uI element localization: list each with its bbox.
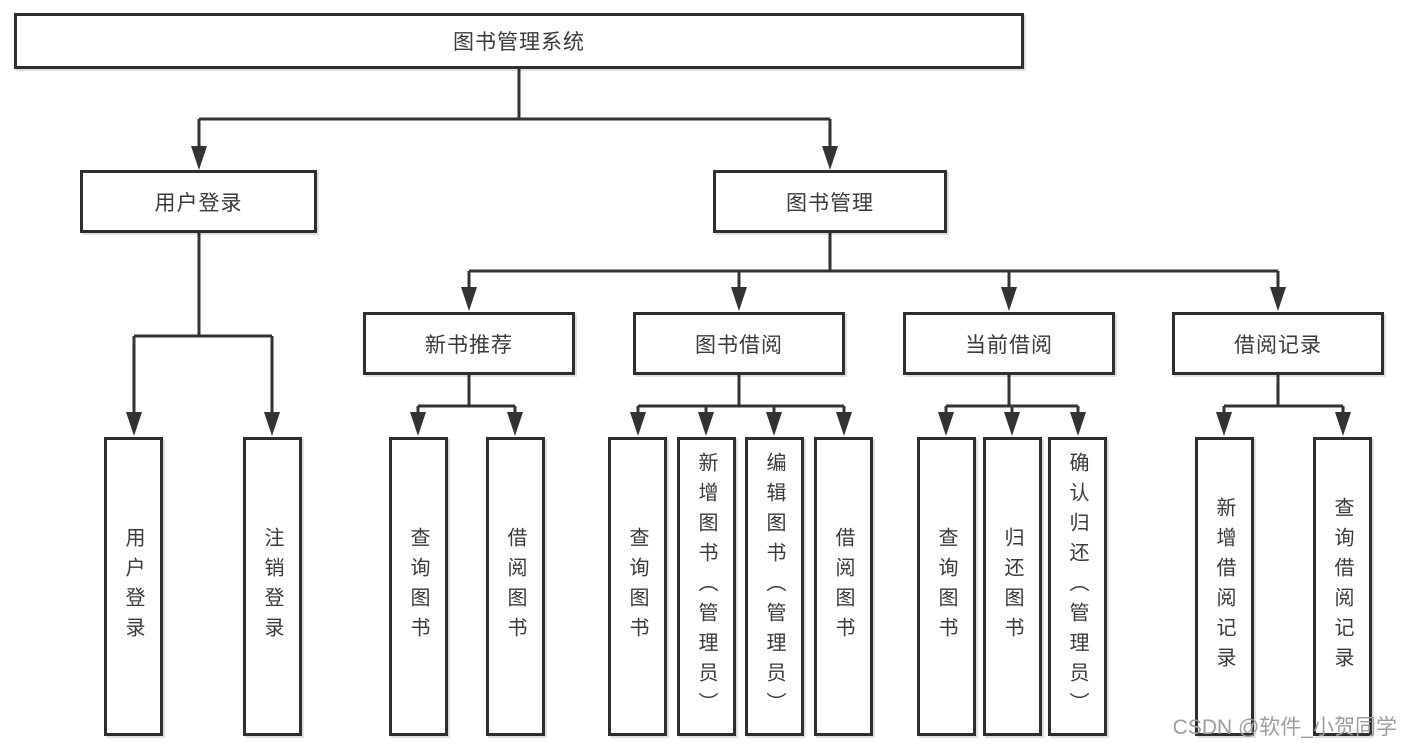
node-label: 查询图书 [626,526,648,647]
node-label: 查询借阅记录 [1331,496,1353,677]
leaf-logout: 注销登录 [243,437,302,736]
node-label: 新书推荐 [425,333,513,357]
connector-line [944,375,1080,418]
node-label: 图书管理系统 [453,31,585,54]
arrowhead-down-icon [1070,412,1086,436]
watermark: CSDN @软件_小贺同学 [1172,716,1397,739]
leaf-return-books: 归还图书 [983,437,1042,736]
leaf-confirm-return-admin: 确认归还（管理员） [1048,437,1107,736]
connector-line [132,233,274,418]
connector-user-login-to-leaves [126,233,280,436]
arrowhead-down-icon [507,412,523,436]
node-label: 借阅图书 [504,526,526,647]
leaf-query-books: 查询图书 [389,437,448,736]
node-user-login: 用户登录 [80,170,317,233]
leaf-user-login: 用户登录 [104,437,163,736]
leaf-borrow-books: 借阅图书 [486,437,545,736]
connector-new-book-to-leaves [410,375,523,436]
arrowhead-down-icon [1001,287,1017,311]
connector-line [1222,375,1345,418]
node-label: 借阅记录 [1234,333,1322,357]
leaf-query-books: 查询图书 [917,437,976,736]
node-label: 当前借阅 [965,333,1053,357]
node-current-borrowing: 当前借阅 [903,312,1115,375]
node-label: 图书借阅 [695,333,783,357]
arrowhead-down-icon [836,412,852,436]
node-book-management: 图书管理 [713,170,947,233]
connector-line [197,69,832,152]
connector-book-borrow-to-leaves [630,375,852,436]
node-label: 确认归还（管理员） [1066,451,1088,722]
arrowhead-down-icon [410,412,426,436]
arrowhead-down-icon [822,146,838,170]
node-label: 新增借阅记录 [1213,496,1235,677]
leaf-borrow-books: 借阅图书 [814,437,873,736]
arrowhead-down-icon [1335,412,1351,436]
connector-root-to-level2 [191,69,838,170]
leaf-add-borrow-record: 新增借阅记录 [1195,437,1254,736]
arrowhead-down-icon [698,412,714,436]
node-borrowing-records: 借阅记录 [1172,312,1384,375]
node-label: 用户登录 [154,191,243,215]
arrowhead-down-icon [731,287,747,311]
node-label: 用户登录 [122,526,144,647]
node-label: 图书管理 [786,191,874,215]
node-library-management-system: 图书管理系统 [14,13,1024,69]
leaf-query-borrow-record: 查询借阅记录 [1313,437,1372,736]
connector-cur-borrow-to-leaves [938,375,1086,436]
arrowhead-down-icon [126,412,142,436]
leaf-query-books: 查询图书 [608,437,667,736]
node-label: 编辑图书（管理员） [763,451,785,722]
node-label: 归还图书 [1001,526,1023,647]
arrowhead-down-icon [264,412,280,436]
arrowhead-down-icon [191,146,207,170]
arrowhead-down-icon [766,412,782,436]
connector-line [636,375,846,418]
arrowhead-down-icon [630,412,646,436]
node-label: 新增图书（管理员） [695,451,717,722]
connector-line [416,375,517,418]
arrowhead-down-icon [1270,287,1286,311]
node-new-book-recommendation: 新书推荐 [363,312,575,375]
connector-line [467,233,1280,293]
arrowhead-down-icon [1004,412,1020,436]
arrowhead-down-icon [938,412,954,436]
node-book-borrowing: 图书借阅 [633,312,845,375]
arrowhead-down-icon [461,287,477,311]
node-label: 借阅图书 [832,526,854,647]
connector-borrow-rec-to-leaves [1216,375,1351,436]
node-label: 查询图书 [935,526,957,647]
node-label: 注销登录 [261,526,283,647]
leaf-edit-books-admin: 编辑图书（管理员） [745,437,804,736]
leaf-add-books-admin: 新增图书（管理员） [677,437,736,736]
node-label: 查询图书 [407,526,429,647]
connector-book-mgmt-to-level3 [461,233,1286,311]
arrowhead-down-icon [1216,412,1232,436]
